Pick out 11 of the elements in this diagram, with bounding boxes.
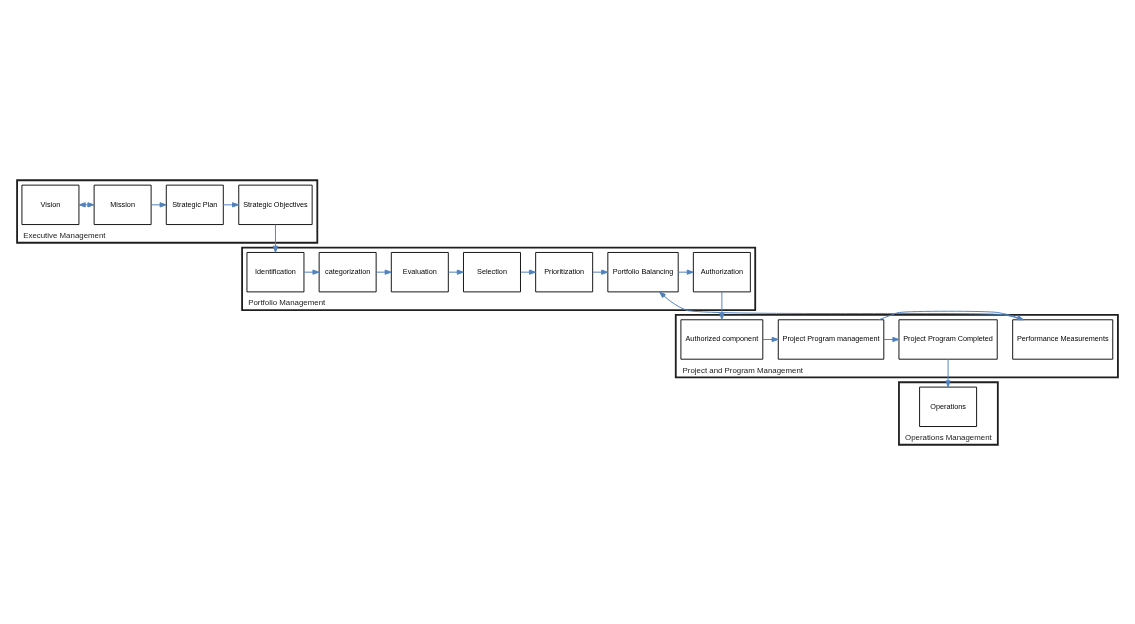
arrow xyxy=(520,269,536,275)
arrow xyxy=(272,223,279,253)
arrow xyxy=(150,201,167,207)
arrow xyxy=(222,201,240,207)
arrow xyxy=(719,290,725,320)
arrow xyxy=(677,269,694,275)
arrow xyxy=(592,269,609,275)
arrow xyxy=(375,269,392,275)
arrow xyxy=(448,269,464,275)
arrow xyxy=(303,269,320,275)
arrow xyxy=(945,358,951,387)
